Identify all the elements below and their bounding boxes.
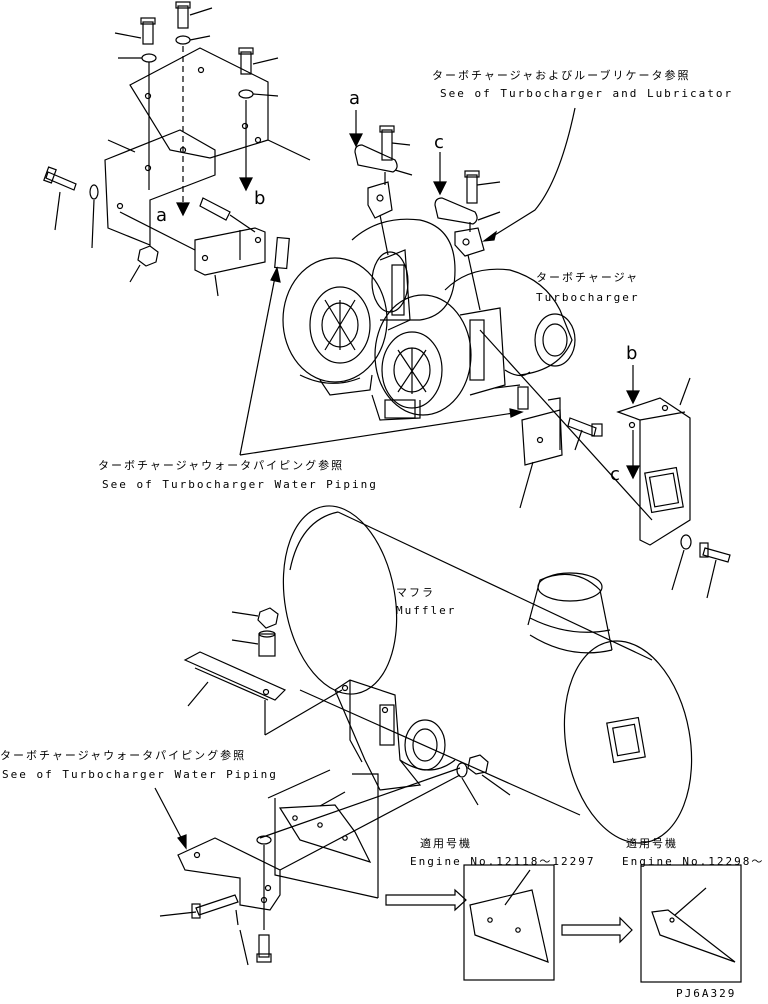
- lubricator-brackets: [349, 107, 576, 311]
- ref-water-piping-lower-en: See of Turbocharger Water Piping: [2, 768, 278, 781]
- variant-detail-boxes: [385, 864, 742, 983]
- muffler-jp: マフラ: [396, 586, 435, 599]
- turbochargers: [282, 218, 576, 421]
- callout-c-right: c: [610, 464, 620, 485]
- ref-turbo-lubricator-en: See of Turbocharger and Lubricator: [440, 87, 734, 100]
- water-piping-leaders: [239, 266, 524, 456]
- callout-c-upper: c: [434, 132, 444, 153]
- applicable-units-2-en: Engine No.12298～: [622, 855, 765, 868]
- applicable-units-1-jp: 適用号機: [420, 837, 472, 850]
- callout-b-left: b: [254, 188, 266, 209]
- upper-bracket-assembly: [43, 1, 311, 297]
- ref-water-piping-upper-en: See of Turbocharger Water Piping: [102, 478, 378, 491]
- ref-turbo-lubricator-jp: ターボチャージャおよびルーブリケータ参照: [432, 69, 691, 82]
- muffler: [282, 505, 693, 844]
- applicable-units-2-jp: 適用号機: [626, 837, 678, 850]
- applicable-units-1-en: Engine No.12118～12297: [410, 855, 596, 868]
- drawing-code: PJ6A329: [676, 987, 737, 1000]
- callout-a-left: a: [156, 205, 168, 226]
- ref-water-piping-upper-jp: ターボチャージャウォータパイピング参照: [98, 459, 345, 472]
- right-heat-shield-bracket: [479, 329, 731, 599]
- ref-water-piping-lower-jp: ターボチャージャウォータパイピング参照: [0, 749, 247, 762]
- callout-a-upper: a: [349, 88, 361, 109]
- muffler-en: Muffler: [396, 604, 457, 617]
- turbocharger-en: Turbocharger: [536, 291, 640, 304]
- callout-b-right: b: [626, 343, 638, 364]
- turbocharger-jp: ターボチャージャ: [536, 271, 640, 284]
- lower-bracket-assembly: [154, 607, 461, 966]
